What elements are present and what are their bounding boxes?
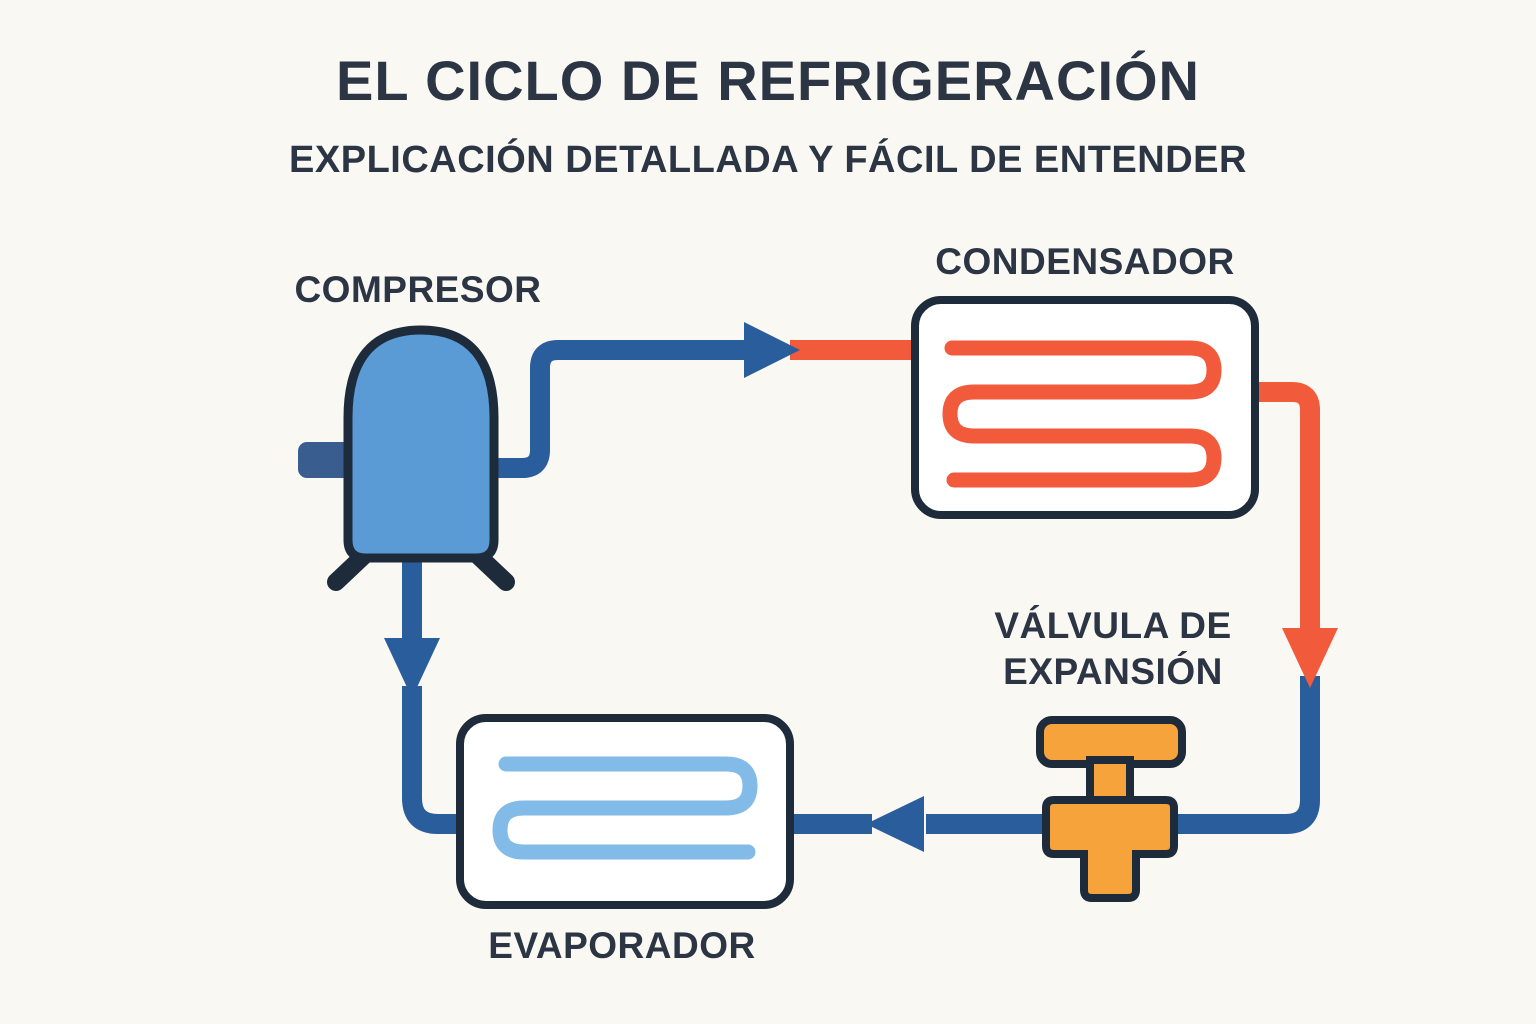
- valve-body-icon: [1042, 796, 1178, 902]
- expansion-valve: VÁLVULA DE EXPANSIÓN: [994, 605, 1231, 902]
- compressor-label: COMPRESOR: [294, 269, 541, 310]
- pipe-segment-blue: [402, 686, 475, 834]
- arrow-down-icon: [1282, 628, 1338, 688]
- pipe-segment-red: [1240, 382, 1320, 632]
- expansion-valve-label-line2: EXPANSIÓN: [1003, 650, 1223, 692]
- page-subtitle: EXPLICACIÓN DETALLADA Y FÁCIL DE ENTENDE…: [289, 137, 1247, 181]
- arrow-left-icon: [866, 796, 924, 852]
- arrow-down-icon: [384, 638, 440, 698]
- compressor-body-icon: [343, 325, 499, 563]
- pipe-condenser-to-valve: [1150, 382, 1338, 834]
- condenser-label: CONDENSADOR: [935, 241, 1234, 282]
- page-title: EL CICLO DE REFRIGERACIÓN: [336, 49, 1200, 112]
- pipe-compressor-to-condenser: [490, 322, 940, 478]
- condenser-coil-icon: [942, 340, 1222, 488]
- pipe-segment-blue: [1150, 676, 1320, 834]
- compressor-nozzle-icon: [298, 442, 354, 478]
- compressor: COMPRESOR: [294, 269, 541, 591]
- pipe-segment-blue: [490, 340, 748, 478]
- evaporator: EVAPORADOR: [456, 714, 794, 966]
- arrow-right-icon: [744, 322, 800, 378]
- expansion-valve-label-line1: VÁLVULA DE: [994, 605, 1231, 646]
- evaporator-label: EVAPORADOR: [488, 925, 755, 966]
- condenser: CONDENSADOR: [911, 241, 1259, 519]
- evaporator-coil-icon: [492, 756, 758, 860]
